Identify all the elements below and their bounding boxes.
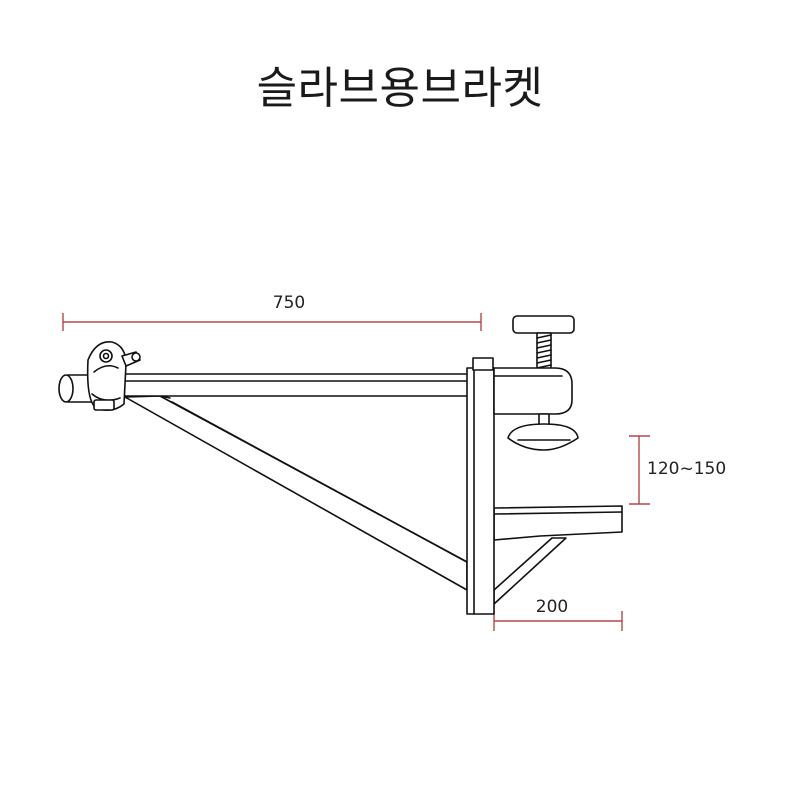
- dimension-clamp-range-label: 120~150: [647, 459, 726, 479]
- slab-clamp: [493, 315, 579, 451]
- dimension-clamp-range: 120~150: [629, 435, 726, 505]
- lower-step: [493, 505, 623, 605]
- vertical-post: [466, 357, 495, 615]
- dimension-200-label: 200: [536, 597, 568, 617]
- pipe-coupler: [58, 341, 141, 412]
- dimension-750-label: 750: [273, 293, 305, 313]
- dimension-750: 750: [62, 293, 482, 331]
- main-arm: [119, 373, 470, 397]
- dimension-200: 200: [493, 597, 623, 631]
- page-title: 슬라브용브라켓: [256, 63, 544, 114]
- diagonal-brace: [124, 395, 468, 591]
